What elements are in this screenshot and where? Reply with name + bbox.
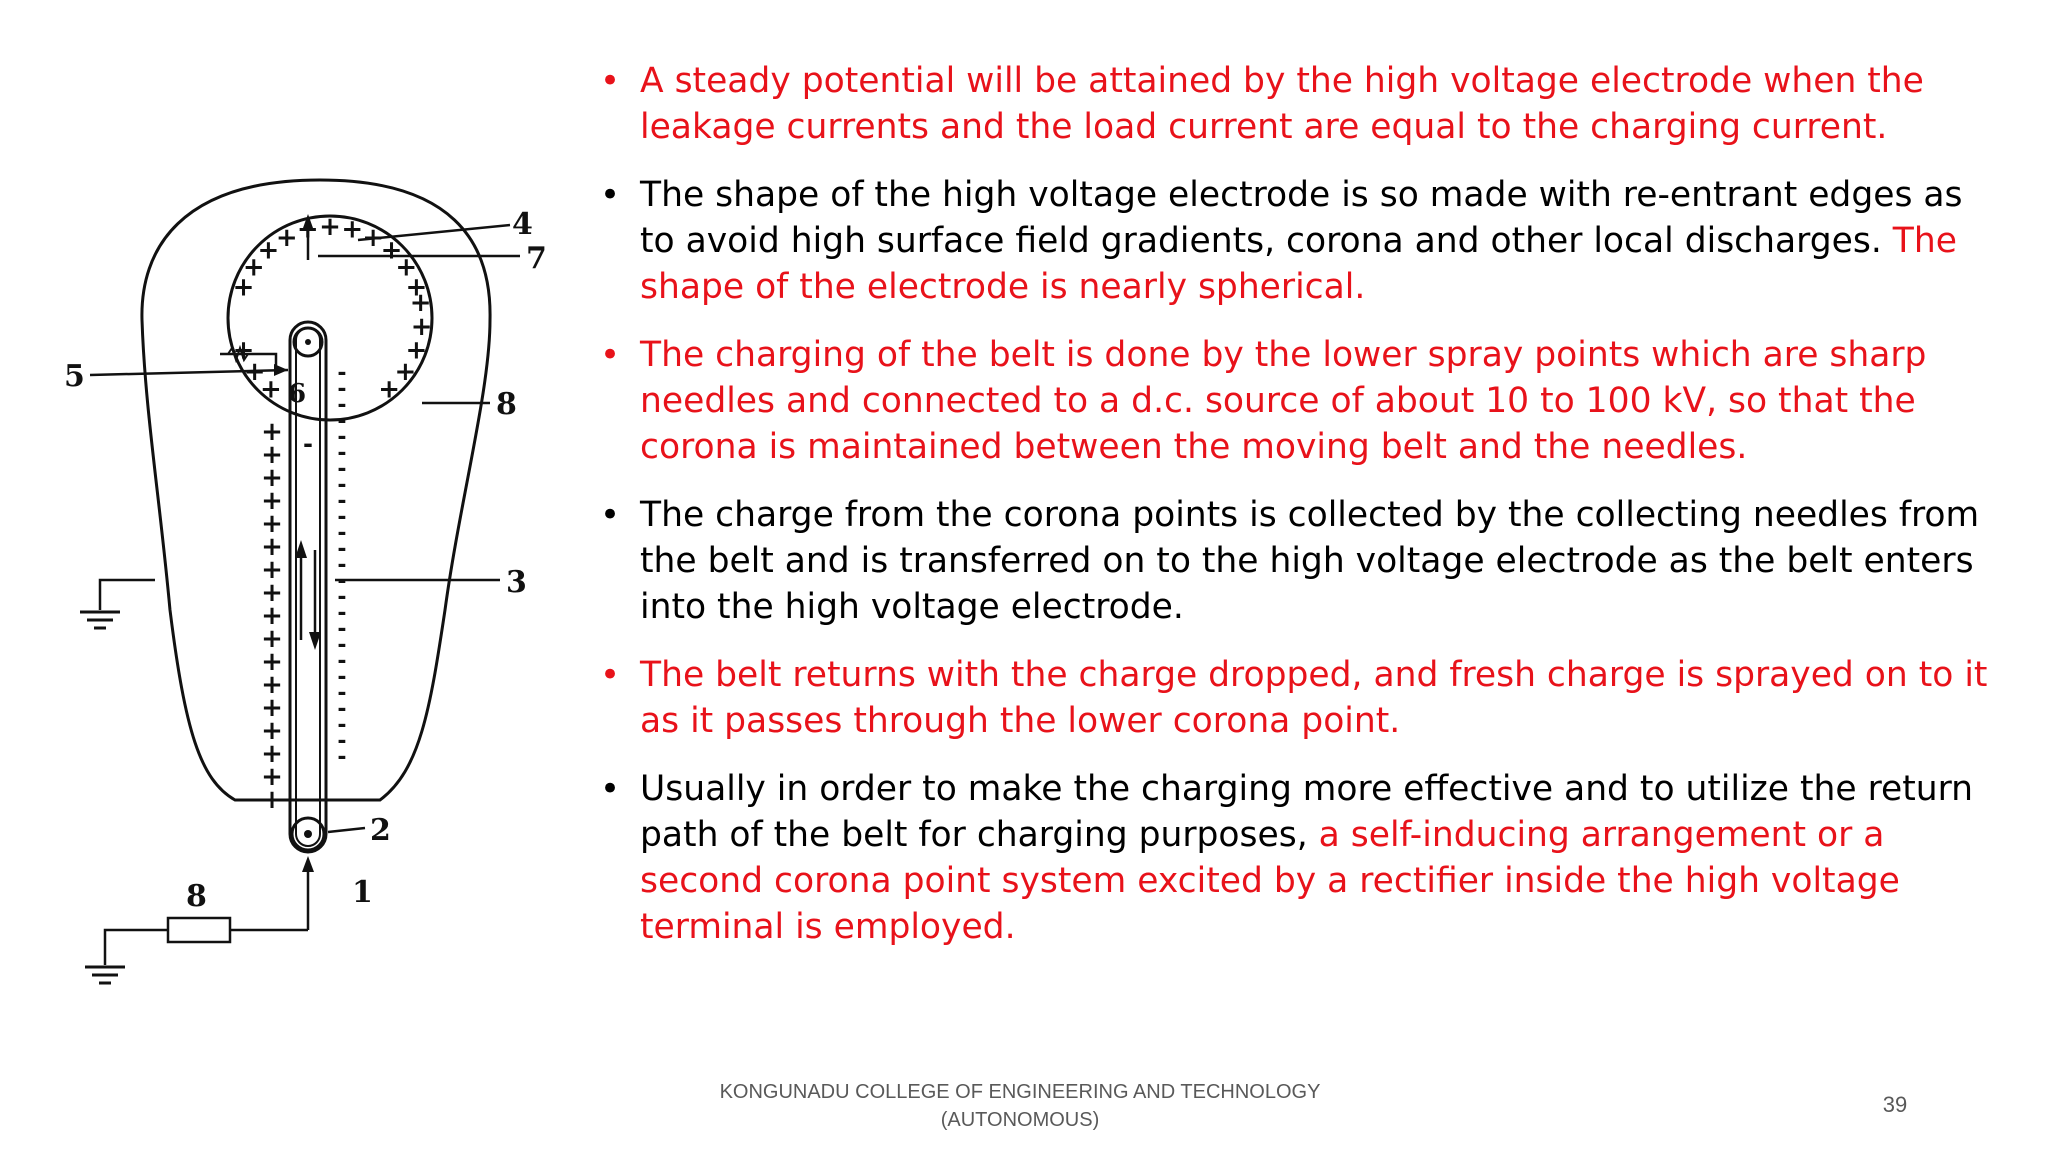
bullet-item: A steady potential will be attained by t… (598, 58, 2008, 150)
minus-charge: - (337, 473, 346, 498)
label-5: 5 (64, 359, 85, 394)
label-1: 1 (352, 875, 373, 910)
minus-charge: - (337, 505, 346, 530)
minus-charge: - (337, 617, 346, 642)
plus-charge: + (261, 739, 283, 769)
plus-charge: + (261, 486, 283, 516)
plus-charge: + (276, 223, 298, 253)
minus-charge: - (337, 681, 346, 706)
plus-charge: + (260, 374, 282, 404)
outer-casing (140, 178, 492, 802)
page-number: 39 (1882, 1092, 1908, 1117)
minus-charge: - (337, 601, 346, 626)
minus-charge: - (337, 425, 346, 450)
minus-charge: - (337, 441, 346, 466)
plus-charge: + (297, 215, 319, 245)
footer: KONGUNADU COLLEGE OF ENGINEERING AND TEC… (700, 1078, 1340, 1134)
bullet-item: Usually in order to make the charging mo… (598, 766, 2008, 950)
plus-charge: + (381, 236, 403, 266)
minus-charge: - (337, 553, 346, 578)
bullet-item: The belt returns with the charge dropped… (598, 652, 2008, 744)
plus-charge: + (261, 532, 283, 562)
minus-charge: - (337, 745, 346, 770)
footer-line-1: KONGUNADU COLLEGE OF ENGINEERING AND TEC… (719, 1081, 1321, 1103)
belt (288, 320, 328, 854)
minus-charge: - (337, 633, 346, 658)
plus-charge: + (233, 273, 255, 303)
plus-charge: + (406, 335, 428, 365)
bullet-item: The charging of the belt is done by the … (598, 332, 2008, 470)
plus-charge: + (261, 463, 283, 493)
label-7: 7 (526, 241, 547, 276)
label-2: 2 (370, 813, 391, 848)
plus-charge: + (341, 215, 363, 245)
minus-charge: - (303, 430, 313, 458)
plus-charge: + (244, 357, 266, 387)
plus-charge: + (395, 253, 417, 283)
label-8-bottom: 8 (186, 879, 207, 914)
plus-charge: + (261, 762, 283, 792)
minus-charge: - (337, 729, 346, 754)
bullet-text: The shape of the high voltage electrode … (640, 175, 1963, 261)
bullet-text: A steady potential will be attained by t… (640, 61, 1924, 147)
footer-line-2: (AUTONOMOUS) (940, 1109, 1100, 1131)
plus-charge: + (261, 555, 283, 585)
plus-charge: + (261, 578, 283, 608)
minus-charge: - (337, 649, 346, 674)
minus-charge: - (337, 713, 346, 738)
charge-symbols: ++++++++++++++++++++++++++++++++++++----… (233, 212, 433, 815)
plus-charge: + (261, 624, 283, 654)
plus-charge: + (261, 647, 283, 677)
plus-charge: + (261, 785, 283, 815)
minus-charge: - (337, 537, 346, 562)
lower-pulley (290, 816, 326, 852)
plus-charge: + (394, 357, 416, 387)
minus-charge: - (337, 489, 346, 514)
plus-charge: + (261, 440, 283, 470)
bullet-item: The charge from the corona points is col… (598, 492, 2008, 630)
minus-charge: - (337, 521, 346, 546)
van-de-graaff-diagram: ++++++++++++++++++++++++++++++++++++----… (64, 178, 547, 985)
label-4: 4 (512, 207, 533, 242)
minus-charge: - (337, 665, 346, 690)
resistor (166, 916, 232, 944)
plus-charge: + (261, 716, 283, 746)
plus-charge: + (258, 236, 280, 266)
plus-charge: + (261, 509, 283, 539)
label-3: 3 (506, 565, 527, 600)
bullet-text: The shape of the electrode is nearly sph… (640, 221, 1957, 307)
bullet-item: The shape of the high voltage electrode … (598, 172, 2008, 310)
plus-charge: + (261, 417, 283, 447)
plus-charge: + (378, 374, 400, 404)
bullet-text: a self-inducing arrangement or a second … (640, 815, 1900, 947)
minus-charge: - (337, 377, 346, 402)
upper-pulley (292, 326, 324, 358)
minus-charge: - (337, 361, 346, 386)
bullet-text: Usually in order to make the charging mo… (640, 769, 1974, 855)
plus-charge: + (261, 601, 283, 631)
plus-charge: + (233, 335, 255, 365)
label-8-right: 8 (496, 387, 517, 422)
bullet-text: The charge from the corona points is col… (640, 495, 1980, 627)
minus-charge: - (337, 393, 346, 418)
plus-charge: + (406, 273, 428, 303)
plus-charge: + (319, 212, 341, 242)
bullet-text: The charging of the belt is done by the … (640, 335, 1927, 467)
plus-charge: + (243, 253, 265, 283)
minus-charge: - (337, 569, 346, 594)
hv-electrode (226, 214, 434, 422)
minus-charge: - (337, 457, 346, 482)
plus-charge: + (410, 288, 432, 318)
label-6: 6 (288, 379, 306, 409)
bullet-text: The belt returns with the charge dropped… (640, 655, 1988, 741)
plus-charge: + (261, 693, 283, 723)
minus-charge: - (337, 697, 346, 722)
minus-charge: - (337, 409, 346, 434)
plus-charge: + (362, 223, 384, 253)
plus-charge: + (411, 312, 433, 342)
plus-charge: + (261, 670, 283, 700)
bullet-list: A steady potential will be attained by t… (598, 58, 2008, 972)
minus-charge: - (337, 585, 346, 610)
